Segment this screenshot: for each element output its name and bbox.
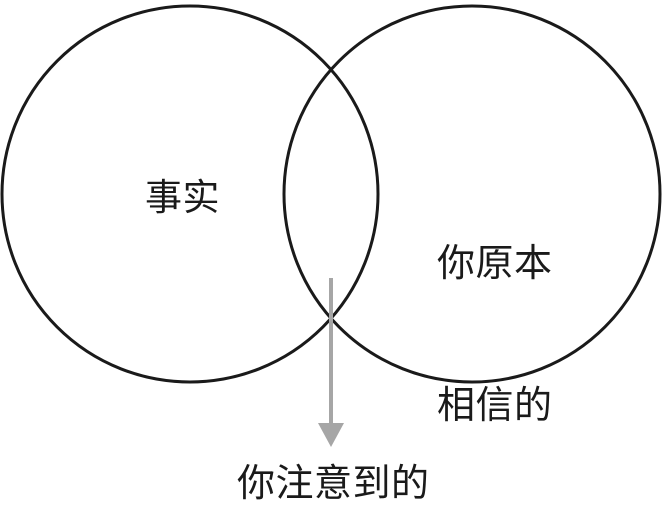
arrow-head-icon — [318, 423, 344, 447]
venn-diagram: 事实 你原本 相信的 你注意到的 — [0, 4, 662, 505]
belief-circle-label-line-1: 你原本 — [437, 242, 553, 285]
facts-circle-outline — [0, 4, 380, 384]
belief-circle-label: 你原本 相信的 — [437, 152, 553, 519]
venn-canvas — [0, 4, 662, 447]
overlap-pointer-arrow — [318, 278, 344, 447]
belief-circle-outline — [282, 4, 662, 384]
facts-circle-label: 事实 — [145, 177, 220, 218]
caption-label: 你注意到的 — [237, 463, 430, 505]
belief-circle-label-line-2: 相信的 — [437, 385, 553, 428]
